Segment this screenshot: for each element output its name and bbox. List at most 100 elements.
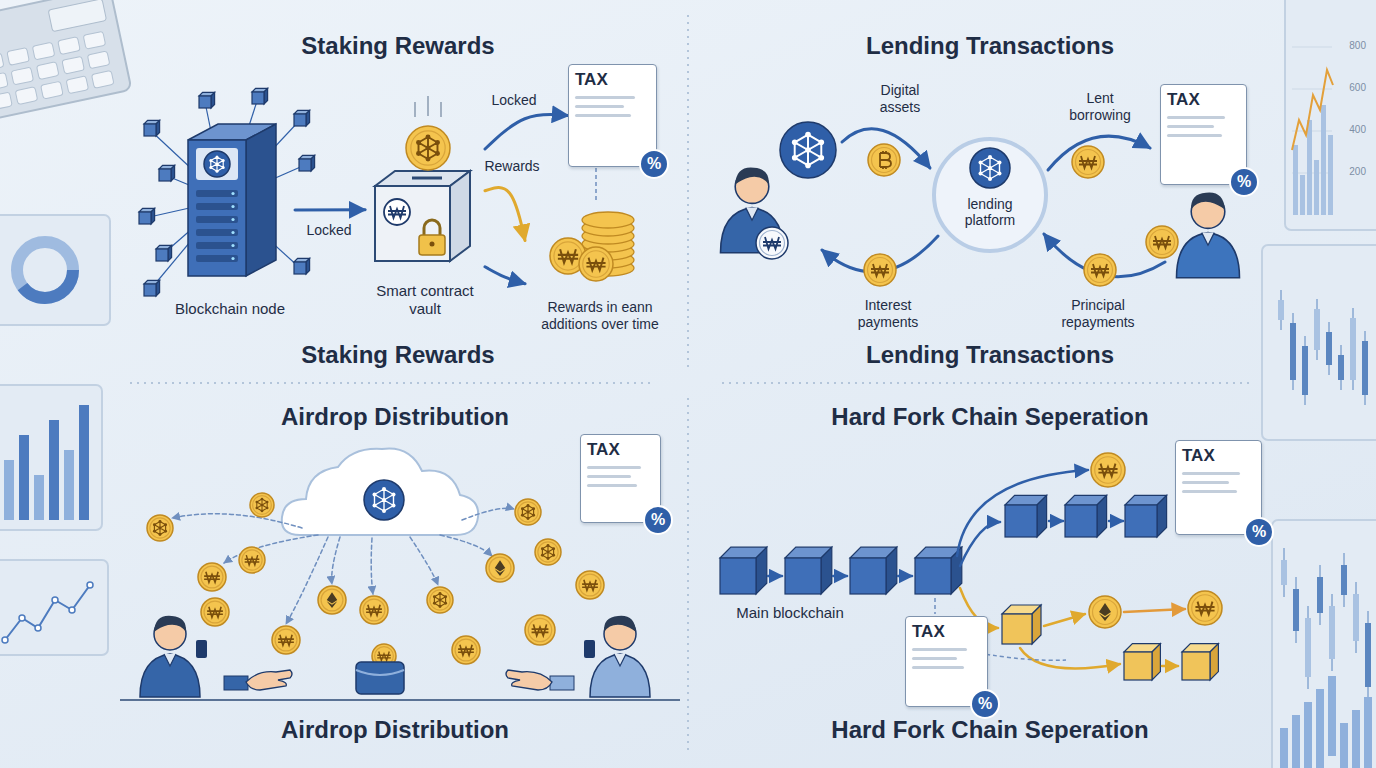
chart-bar — [1300, 175, 1305, 215]
coin-body — [535, 539, 561, 565]
coin-body — [515, 499, 541, 525]
chart-panel — [0, 215, 110, 325]
won-sign — [377, 652, 391, 661]
coin-body — [525, 615, 555, 645]
won-sign — [763, 237, 781, 249]
tax-document: TAX% — [1160, 84, 1247, 185]
candle-body — [1341, 565, 1347, 595]
calculator-key — [32, 42, 54, 60]
document-line — [575, 114, 631, 117]
network-dot — [805, 132, 811, 138]
block-front — [294, 114, 306, 126]
network-cube — [299, 155, 315, 171]
wallet-flap — [356, 670, 404, 675]
network-dot — [382, 509, 386, 513]
candle-body — [1362, 341, 1368, 395]
network-disc — [204, 151, 230, 177]
network-cube — [159, 165, 175, 181]
arrow-line — [462, 508, 514, 520]
padlock-body — [419, 235, 445, 255]
coin-emblem — [204, 572, 220, 583]
tax-document: TAX% — [905, 616, 988, 707]
coin-body — [198, 563, 226, 591]
coin — [318, 586, 346, 614]
block-front — [159, 169, 171, 181]
cloud — [282, 448, 478, 535]
block-front — [1182, 652, 1210, 680]
arrow-line — [1020, 648, 1120, 668]
block-front — [1005, 505, 1037, 537]
arrow-line — [1109, 520, 1123, 523]
network-dot — [373, 504, 377, 508]
wallet — [356, 662, 404, 694]
coin — [272, 626, 300, 654]
candle-body — [1365, 623, 1371, 687]
vault-side — [450, 171, 470, 261]
coin — [250, 493, 274, 517]
chart-panel — [1262, 245, 1376, 440]
won-sign — [1091, 264, 1109, 276]
coin-rim — [583, 251, 610, 278]
padlock-shackle — [424, 220, 440, 236]
network-dot — [255, 501, 258, 504]
coin-rim — [204, 601, 226, 623]
network-dot — [392, 504, 396, 508]
calculator — [0, 0, 132, 121]
network-cube — [294, 110, 310, 126]
calculator-key — [41, 81, 63, 99]
block-side — [1032, 605, 1041, 644]
network-dot — [164, 523, 167, 526]
chart-dot — [52, 597, 58, 603]
coin-body — [239, 547, 265, 573]
coin — [1072, 146, 1104, 178]
flow-label: Lent borrowing — [1060, 90, 1140, 124]
network-dot — [216, 170, 219, 173]
coin-rim — [150, 518, 170, 538]
arrow-line — [960, 522, 1000, 566]
node-label: lending platform — [949, 196, 1031, 228]
chart-bar — [1307, 120, 1312, 215]
coin-rim — [1150, 230, 1175, 255]
chart-bar — [1328, 135, 1333, 215]
network-cube — [252, 88, 268, 104]
block-side — [1157, 495, 1167, 537]
axis-value: 800 — [1336, 40, 1366, 52]
coin — [525, 615, 555, 645]
network-dot — [209, 159, 212, 162]
server-slot — [196, 255, 238, 262]
calculator-body — [0, 0, 132, 121]
network-links — [981, 157, 1000, 179]
motion-line — [427, 96, 429, 116]
document-line — [1182, 490, 1237, 493]
percent-sign: % — [978, 695, 992, 713]
network-dot — [805, 147, 811, 153]
network-dot — [979, 161, 983, 165]
network-icon — [780, 122, 836, 178]
block-front — [915, 558, 951, 594]
axis-value: 400 — [1336, 124, 1366, 136]
block — [1002, 605, 1041, 644]
block-side — [821, 547, 832, 594]
server-led — [231, 205, 234, 208]
block-front — [144, 284, 156, 296]
candle-body — [1338, 355, 1344, 380]
calculator-key — [7, 48, 29, 66]
percent-sign: % — [1237, 173, 1251, 191]
chart-panel — [1285, 0, 1376, 230]
coin-rim — [1095, 457, 1122, 484]
candle-body — [1278, 300, 1284, 320]
chart-panel — [0, 385, 102, 530]
won-sign — [388, 206, 406, 218]
block — [1005, 495, 1047, 537]
network-dot — [532, 507, 535, 510]
block — [850, 547, 897, 594]
calculator-key — [15, 87, 37, 105]
calculator-key — [83, 31, 105, 49]
coin — [535, 539, 561, 565]
coin-rim — [253, 496, 272, 515]
coin-rim — [275, 629, 297, 651]
network-dot — [552, 554, 555, 557]
eth-sign — [495, 560, 506, 576]
document-line — [1167, 116, 1225, 119]
calculator-display — [48, 0, 106, 32]
